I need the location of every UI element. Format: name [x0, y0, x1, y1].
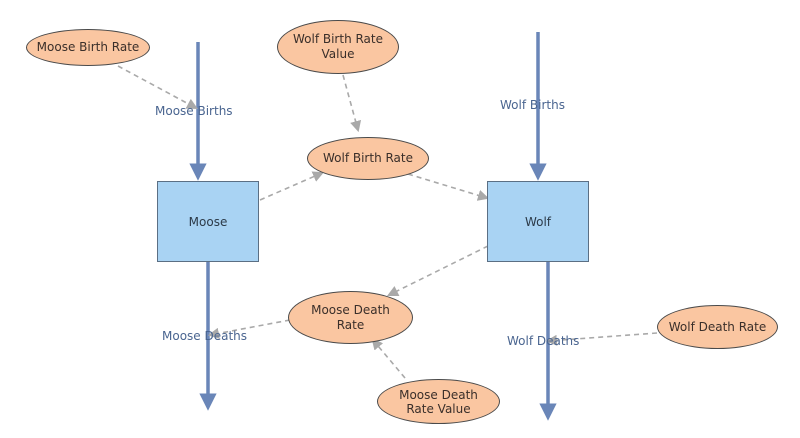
wolf-death-rate-converter[interactable]: Wolf Death Rate [657, 305, 778, 349]
moose-stock-label: Moose [188, 214, 228, 229]
moose-death-rate-value-converter[interactable]: Moose Death Rate Value [377, 379, 500, 424]
wolf-stock-label: Wolf [524, 214, 552, 229]
moose-birth-rate-label: Moose Birth Rate [36, 40, 140, 54]
link-moose-death-rate-value-to-rate [371, 338, 406, 379]
wolf-births-label: Wolf Births [500, 98, 565, 112]
link-wolf-to-moose-death-rate [386, 245, 489, 297]
wolf-birth-rate-value-converter[interactable]: Wolf Birth Rate Value [277, 20, 399, 74]
moose-death-rate-converter[interactable]: Moose Death Rate [288, 291, 413, 344]
wolf-death-rate-label: Wolf Death Rate [668, 319, 767, 334]
wolf-birth-rate-converter[interactable]: Wolf Birth Rate [307, 137, 429, 180]
moose-stock[interactable]: Moose [157, 181, 259, 262]
link-moose-birth-rate-to-births [117, 65, 198, 110]
moose-deaths-label: Moose Deaths [162, 329, 248, 343]
moose-birth-rate-converter[interactable]: Moose Birth Rate [26, 29, 150, 66]
moose-births-label: Moose Births [155, 104, 233, 118]
wolf-birth-rate-value-label: Wolf Birth Rate Value [292, 32, 384, 61]
link-wolf-birth-rate-value-to-rate [342, 74, 362, 133]
link-moose-to-wolf-birth-rate [259, 171, 325, 201]
moose-death-rate-label: Moose Death Rate [311, 302, 390, 332]
link-wolf-birth-rate-to-wolf [407, 173, 490, 201]
link-moose-death-rate-to-deaths [207, 319, 291, 339]
wolf-stock[interactable]: Wolf [487, 181, 589, 262]
wolf-birth-rate-label: Wolf Birth Rate [322, 151, 414, 165]
link-wolf-death-rate-to-deaths [545, 332, 658, 346]
wolf-deaths-label: Wolf Deaths [507, 334, 580, 348]
moose-death-rate-value-label: Moose Death Rate Value [399, 387, 478, 416]
